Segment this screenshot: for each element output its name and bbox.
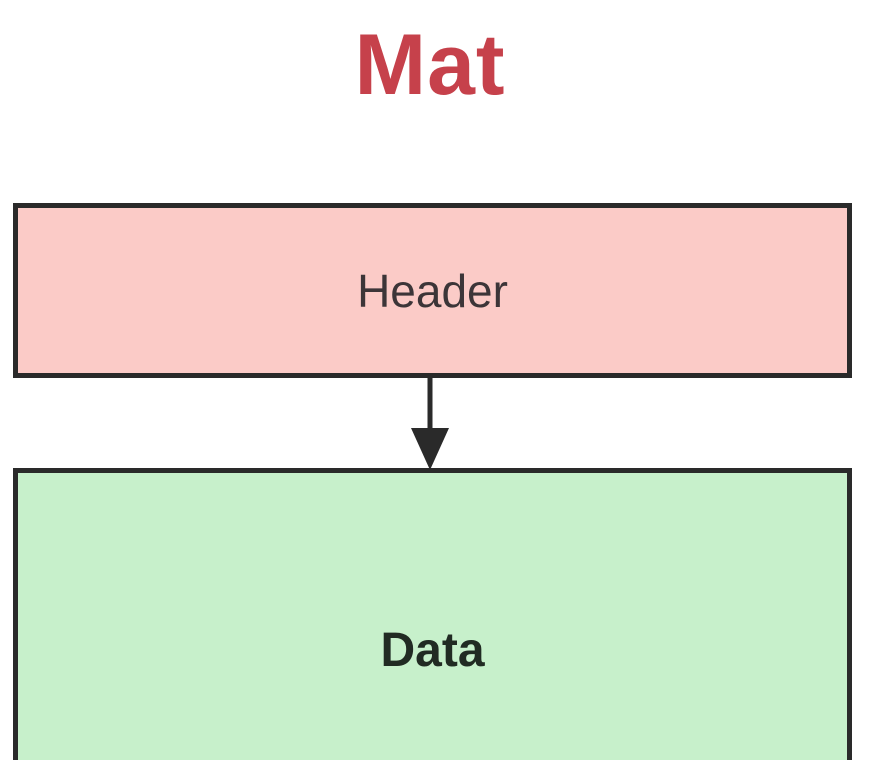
page-title: Mat	[354, 17, 506, 113]
node-data: Data	[13, 468, 852, 760]
node-header-label: Header	[357, 264, 508, 317]
node-data-label: Data	[380, 624, 485, 677]
node-header: Header	[13, 203, 852, 378]
arrow-down-icon	[411, 376, 449, 470]
